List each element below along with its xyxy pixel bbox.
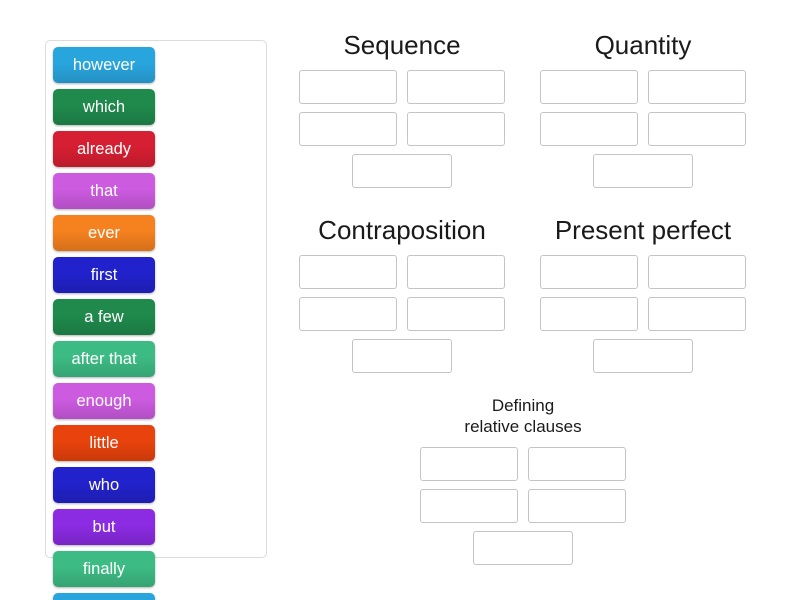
drop-zone[interactable] [593, 154, 693, 188]
group-title-line-2: relative clauses [464, 417, 582, 436]
drop-zones-present-perfect [533, 255, 753, 373]
drop-zone[interactable] [407, 70, 505, 104]
drop-zone-row [299, 297, 505, 331]
word-tile[interactable]: little [53, 425, 155, 461]
drop-zone[interactable] [648, 255, 746, 289]
drop-zone[interactable] [420, 489, 518, 523]
drop-zone[interactable] [648, 112, 746, 146]
drop-zone[interactable] [540, 297, 638, 331]
word-tile[interactable]: ever [53, 215, 155, 251]
group-title-quantity: Quantity [594, 30, 692, 60]
drop-zone[interactable] [299, 255, 397, 289]
drop-zone[interactable] [593, 339, 693, 373]
group-contraposition: Contraposition [292, 215, 512, 373]
word-tile[interactable]: already [53, 131, 155, 167]
drop-zone[interactable] [540, 112, 638, 146]
word-tile[interactable]: which [53, 89, 155, 125]
word-tile[interactable]: finally [53, 551, 155, 587]
drop-zone-row [420, 489, 626, 523]
drop-zone-row [352, 339, 452, 373]
drop-zone-row [540, 112, 746, 146]
word-tile[interactable]: next [53, 593, 155, 600]
drop-zone-row [352, 154, 452, 188]
drop-zones-sequence [292, 70, 512, 188]
drop-zone[interactable] [407, 255, 505, 289]
drop-zone[interactable] [299, 70, 397, 104]
group-quantity: Quantity [533, 30, 753, 188]
group-defining-relative-clauses: Defining relative clauses [412, 395, 634, 565]
word-tile[interactable]: after that [53, 341, 155, 377]
drop-zone[interactable] [407, 297, 505, 331]
word-tile[interactable]: a few [53, 299, 155, 335]
drop-zones-contraposition [292, 255, 512, 373]
drop-zone-row [540, 255, 746, 289]
drop-zone-row [299, 112, 505, 146]
word-bank-panel: however which already that ever first a few aft… [45, 40, 267, 600]
drop-zone-row [593, 154, 693, 188]
drop-zone[interactable] [299, 112, 397, 146]
drop-zone-row [299, 255, 505, 289]
drop-zone[interactable] [540, 255, 638, 289]
drop-zone-row [299, 70, 505, 104]
group-sequence: Sequence [292, 30, 512, 188]
group-present-perfect: Present perfect [533, 215, 753, 373]
word-tile[interactable]: first [53, 257, 155, 293]
word-tile[interactable]: that [53, 173, 155, 209]
word-tile[interactable]: who [53, 467, 155, 503]
group-title-line-1: Defining [491, 396, 555, 415]
drop-zones-defining-relative-clauses [412, 447, 634, 565]
drop-zone[interactable] [648, 70, 746, 104]
group-title-sequence: Sequence [343, 30, 461, 60]
word-tile[interactable]: but [53, 509, 155, 545]
drop-zone[interactable] [473, 531, 573, 565]
word-tile[interactable]: enough [53, 383, 155, 419]
drop-zone[interactable] [420, 447, 518, 481]
drop-zone[interactable] [352, 339, 452, 373]
drop-zone[interactable] [648, 297, 746, 331]
drop-zone-row [420, 447, 626, 481]
drop-zone[interactable] [540, 70, 638, 104]
drop-zone[interactable] [407, 112, 505, 146]
group-title-present-perfect: Present perfect [554, 215, 732, 245]
group-title-contraposition: Contraposition [318, 215, 486, 245]
drop-zone[interactable] [352, 154, 452, 188]
drop-zone-row [593, 339, 693, 373]
drop-zone[interactable] [528, 447, 626, 481]
group-title-defining-relative-clauses: Defining relative clauses [412, 395, 634, 437]
drop-zone[interactable] [299, 297, 397, 331]
drop-zone-row [540, 70, 746, 104]
word-tile[interactable]: however [53, 47, 155, 83]
drop-zone-row [473, 531, 573, 565]
drop-zone-row [540, 297, 746, 331]
drop-zones-quantity [533, 70, 753, 188]
drop-zone[interactable] [528, 489, 626, 523]
